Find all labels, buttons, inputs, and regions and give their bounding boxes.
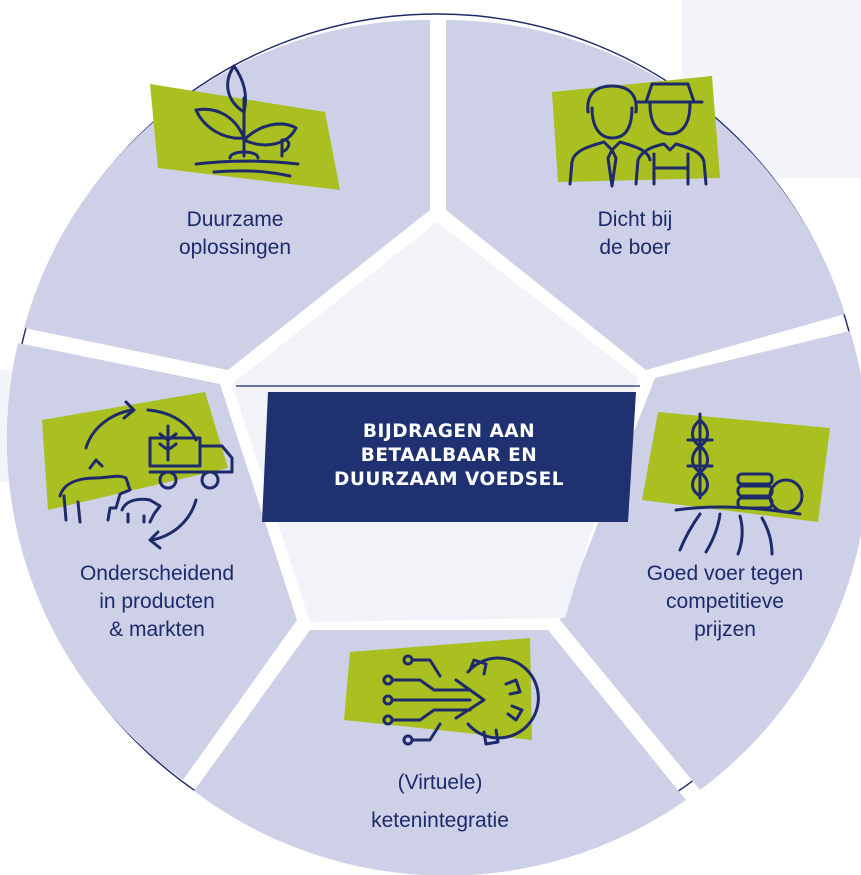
- label-keten: (Virtuele) ketenintegratie: [340, 764, 540, 840]
- label-duurzame: Duurzame oplossingen: [150, 206, 320, 262]
- label-line: Goed voer tegen: [646, 562, 804, 585]
- sprout-icon: [194, 64, 300, 178]
- center-title-line: BIJDRAGEN AAN: [362, 421, 536, 442]
- circuit-gear-icon: [382, 654, 540, 746]
- label-line: competitieve: [666, 590, 784, 613]
- label-line: prijzen: [694, 618, 756, 641]
- label-line: ketenintegratie: [371, 809, 509, 832]
- label-line: Duurzame: [186, 208, 284, 231]
- farmers-icon: [568, 82, 708, 188]
- segment-duurzame[interactable]: [24, 19, 430, 370]
- label-line: & markten: [109, 618, 205, 641]
- segment-dicht[interactable]: [446, 20, 845, 370]
- label-dicht: Dicht bij de boer: [560, 206, 710, 262]
- center-title-line: DUURZAAM VOEDSEL: [333, 469, 564, 490]
- label-line: in producten: [99, 590, 215, 613]
- label-line: de boer: [599, 236, 671, 259]
- label-onderscheidend: Onderscheidend in producten & markten: [52, 560, 262, 644]
- center-title-line: BETAALBAAR EN: [360, 445, 538, 466]
- center-box: [262, 392, 636, 522]
- segment-keten[interactable]: [194, 630, 686, 875]
- wheat-coins-icon: [674, 412, 804, 556]
- label-line: oplossingen: [178, 236, 292, 259]
- label-line: Dicht bij: [597, 208, 673, 231]
- label-goed: Goed voer tegen competitieve prijzen: [616, 560, 834, 644]
- label-line: (Virtuele): [397, 771, 483, 794]
- center-title: BIJDRAGEN AAN BETAALBAAR EN DUURZAAM VOE…: [262, 420, 636, 492]
- livestock-cycle-icon: [58, 400, 234, 550]
- label-line: Onderscheidend: [79, 562, 235, 585]
